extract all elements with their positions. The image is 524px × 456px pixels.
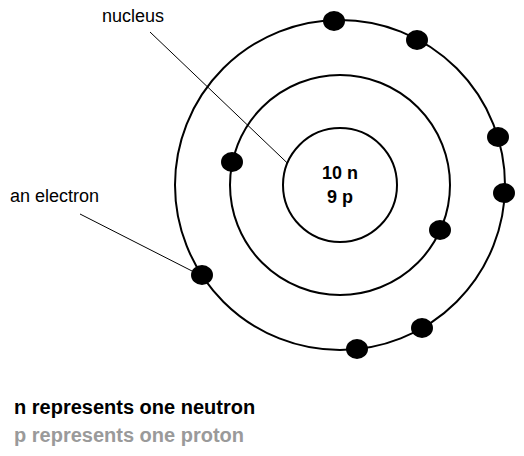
key-note: n represents one neutron [14, 396, 255, 419]
leader-line [150, 32, 303, 178]
particle-count: 10 n [322, 161, 358, 185]
key-note: p represents one proton [14, 424, 244, 447]
nucleus-outline [282, 127, 398, 243]
electron [411, 318, 433, 338]
electron [346, 339, 368, 359]
inner-shell [230, 75, 450, 295]
nucleus-circle: 10 n9 p [282, 127, 398, 243]
electron [487, 127, 509, 147]
electron [221, 152, 243, 172]
electron [493, 183, 515, 203]
electron [191, 265, 213, 285]
electrons [191, 11, 515, 359]
electron [429, 220, 451, 240]
electron [323, 11, 345, 31]
part-label: an electron [10, 186, 99, 207]
leader-line [80, 214, 194, 272]
electron [406, 30, 428, 50]
particle-count: 9 p [327, 185, 353, 209]
part-label: nucleus [102, 6, 164, 27]
outer-shell [175, 20, 505, 350]
